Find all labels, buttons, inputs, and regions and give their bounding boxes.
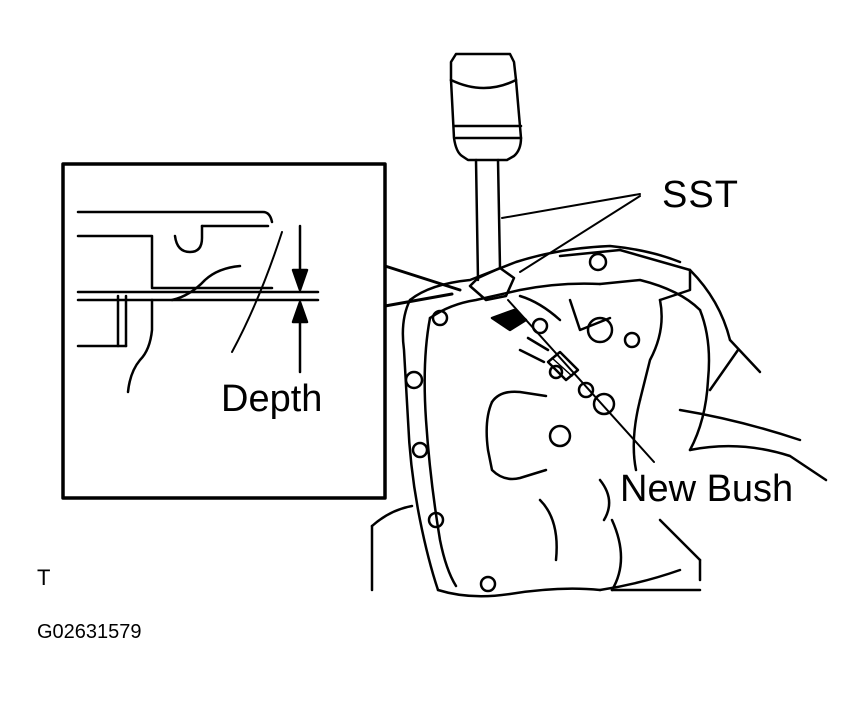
detail-inset [61,162,387,500]
figure-code: G02631579 [37,621,142,643]
new-bush [546,350,580,382]
sst-tool [449,52,523,302]
new-bush-label: New Bush [620,468,794,510]
corner-mark: T [37,565,51,590]
inset-callout-lines [383,264,462,308]
transaxle-housing [370,244,828,598]
sst-label: SST [662,174,739,216]
leader-lines [501,193,655,463]
depth-label: Depth [221,378,323,420]
